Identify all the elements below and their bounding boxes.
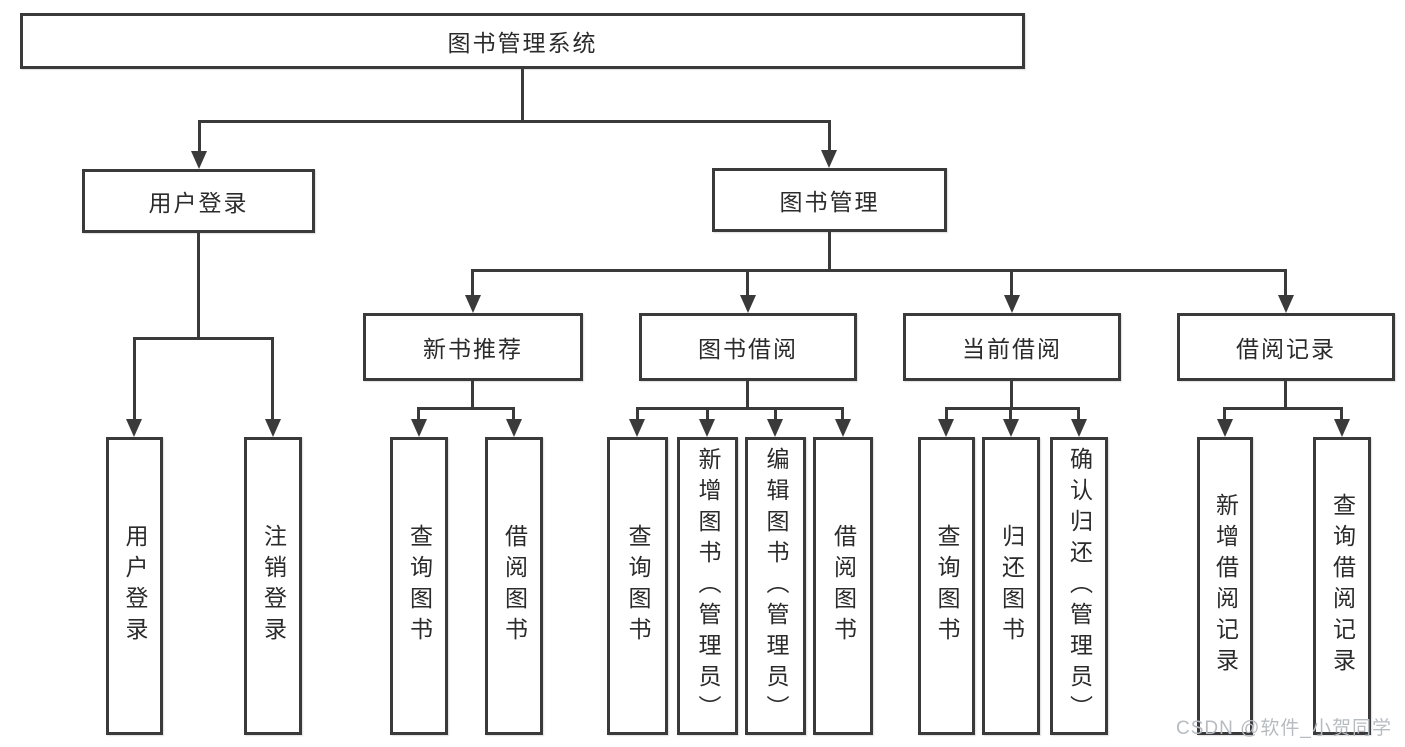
connector-line — [471, 269, 474, 297]
arrowhead-down-icon — [1334, 419, 1350, 437]
leaf-query-borrow-record: 查询借阅记录 — [1313, 437, 1371, 735]
node-label: 归还图书 — [998, 524, 1025, 648]
node-label: 查询图书 — [934, 524, 960, 648]
connector-line — [471, 269, 1287, 272]
node-label: 借阅图书 — [830, 524, 857, 648]
leaf-borrow-books-borrowing: 借阅图书 — [813, 437, 873, 735]
node-label: 用户登录 — [122, 524, 148, 648]
connector-line — [746, 381, 749, 409]
connector-line — [271, 337, 274, 421]
node-user-login: 用户登录 — [82, 169, 315, 233]
connector-line — [828, 232, 831, 272]
arrowhead-down-icon — [1071, 419, 1087, 437]
connector-line — [945, 407, 948, 421]
node-current-borrowing: 当前借阅 — [903, 313, 1121, 381]
connector-line — [1010, 269, 1013, 297]
arrowhead-down-icon — [767, 419, 783, 437]
connector-line — [512, 407, 515, 421]
node-label: 新书推荐 — [423, 336, 523, 362]
node-label: 当前借阅 — [962, 336, 1062, 362]
arrowhead-down-icon — [629, 419, 645, 437]
connector-line — [706, 407, 709, 421]
connector-line — [1077, 407, 1080, 421]
leaf-user-login: 用户登录 — [106, 437, 163, 735]
connector-line — [1284, 269, 1287, 297]
leaf-edit-book-admin: 编辑图书（管理员） — [745, 437, 806, 735]
connector-line — [521, 69, 524, 123]
node-label: 用户登录 — [148, 190, 249, 216]
node-book-management-system: 图书管理系统 — [20, 13, 1025, 69]
node-book-management: 图书管理 — [712, 168, 947, 232]
arrowhead-down-icon — [938, 419, 954, 437]
node-label: 新增借阅记录 — [1212, 493, 1239, 679]
node-borrowing-records: 借阅记录 — [1177, 313, 1395, 381]
leaf-query-books-borrowing: 查询图书 — [607, 437, 668, 735]
leaf-add-book-admin: 新增图书（管理员） — [677, 437, 738, 735]
arrowhead-down-icon — [1278, 295, 1294, 313]
arrowhead-down-icon — [1004, 295, 1020, 313]
leaf-query-books-current: 查询图书 — [918, 437, 975, 735]
arrowhead-down-icon — [465, 295, 481, 313]
arrowhead-down-icon — [835, 419, 851, 437]
connector-line — [841, 407, 844, 421]
connector-line — [636, 407, 844, 410]
arrowhead-down-icon — [191, 151, 207, 169]
leaf-borrow-books-recommend: 借阅图书 — [485, 437, 543, 735]
csdn-watermark: CSDN @软件_小贺同学 — [1176, 718, 1392, 739]
arrowhead-down-icon — [740, 295, 756, 313]
connector-line — [198, 120, 830, 123]
leaf-query-books-recommend: 查询图书 — [390, 437, 448, 735]
arrowhead-down-icon — [506, 419, 522, 437]
connector-line — [1223, 407, 1343, 410]
node-label: 查询图书 — [406, 524, 433, 648]
node-label: 确认归还（管理员） — [1066, 446, 1093, 726]
node-label: 查询借阅记录 — [1329, 493, 1356, 679]
connector-line — [828, 120, 831, 152]
arrowhead-down-icon — [411, 419, 427, 437]
connector-line — [471, 381, 474, 409]
arrowhead-down-icon — [699, 419, 715, 437]
connector-line — [1284, 381, 1287, 409]
node-label: 图书管理 — [779, 189, 880, 215]
node-label: 查询图书 — [625, 524, 651, 648]
node-label: 借阅记录 — [1236, 336, 1336, 362]
connector-line — [198, 120, 201, 153]
arrowhead-down-icon — [265, 419, 281, 437]
leaf-return-books: 归还图书 — [982, 437, 1040, 735]
connector-line — [1009, 407, 1012, 421]
node-label: 新增图书（管理员） — [695, 446, 721, 726]
leaf-logout: 注销登录 — [244, 437, 302, 735]
connector-line — [945, 407, 1080, 410]
arrowhead-down-icon — [1003, 419, 1019, 437]
node-book-borrowing: 图书借阅 — [639, 313, 857, 381]
arrowhead-down-icon — [821, 150, 837, 168]
connector-line — [1010, 381, 1013, 409]
connector-line — [636, 407, 639, 421]
connector-line — [133, 337, 136, 421]
node-label: 图书管理系统 — [447, 30, 598, 56]
connector-line — [197, 233, 200, 340]
connector-line — [1223, 407, 1226, 421]
node-label: 借阅图书 — [501, 524, 528, 648]
arrowhead-down-icon — [126, 419, 142, 437]
connector-line — [133, 337, 274, 340]
node-label: 图书借阅 — [698, 336, 798, 362]
leaf-confirm-return-admin: 确认归还（管理员） — [1050, 437, 1108, 735]
connector-line — [1340, 407, 1343, 421]
node-label: 编辑图书（管理员） — [763, 446, 789, 726]
connector-line — [746, 269, 749, 297]
arrowhead-down-icon — [1217, 419, 1233, 437]
connector-line — [417, 407, 420, 421]
leaf-add-borrow-record: 新增借阅记录 — [1197, 437, 1253, 735]
connector-line — [774, 407, 777, 421]
node-new-book-recommendation: 新书推荐 — [363, 313, 583, 381]
connector-line — [417, 407, 515, 410]
node-label: 注销登录 — [260, 524, 287, 648]
